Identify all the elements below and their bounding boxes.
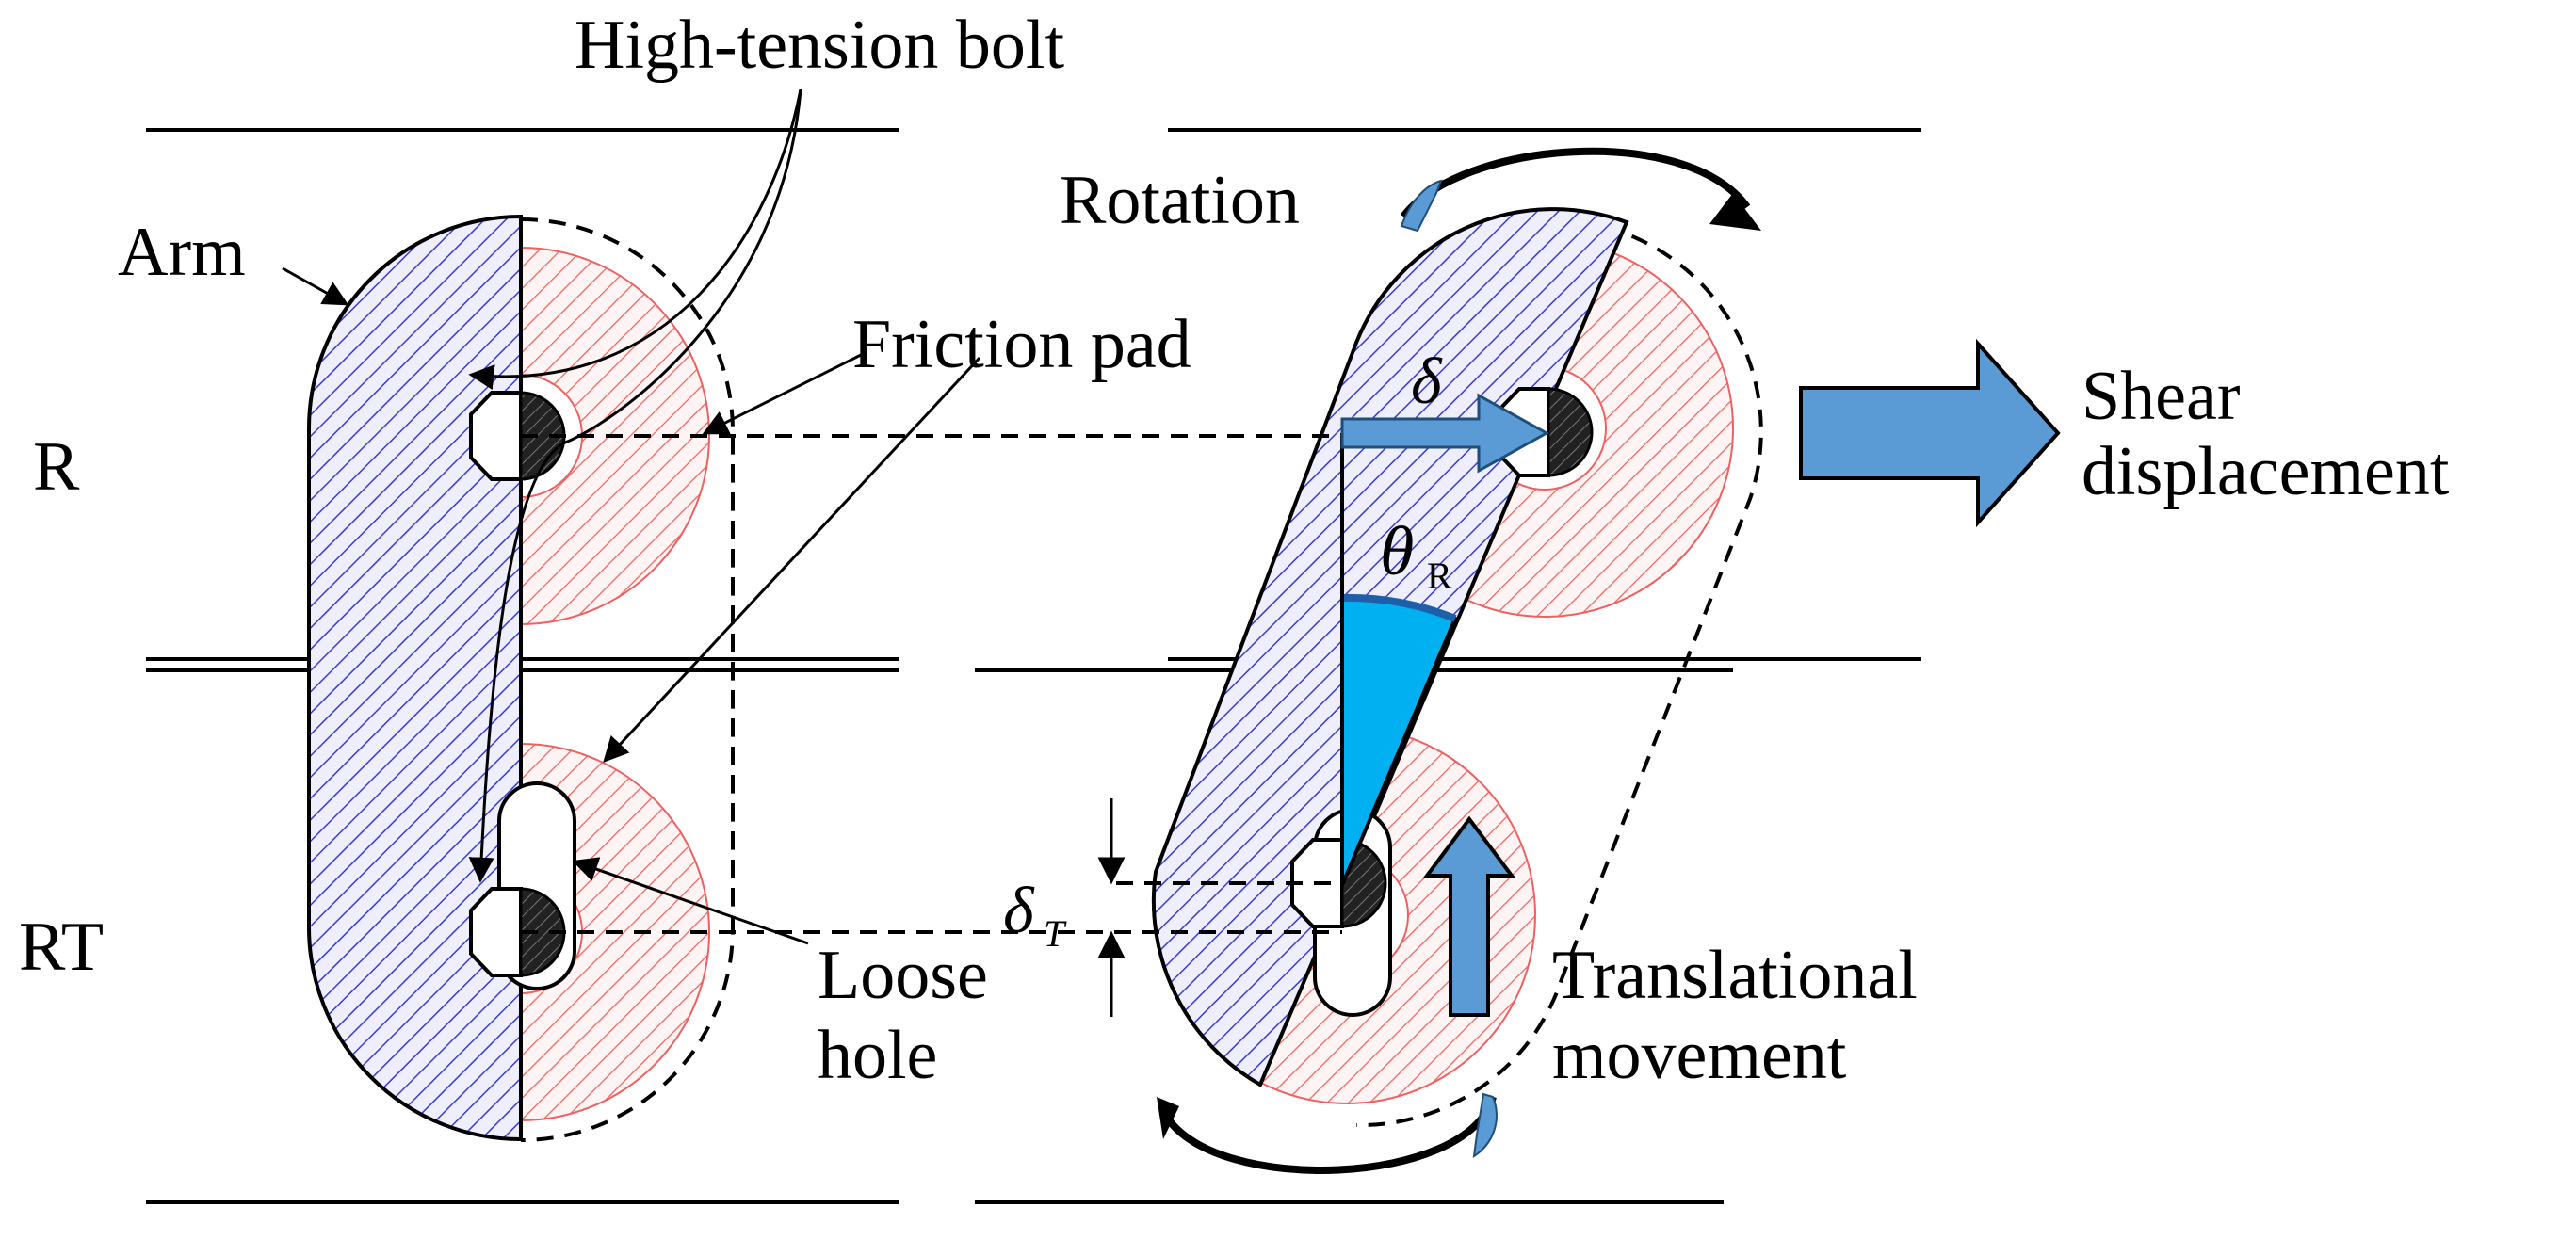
label-translational-line2: movement xyxy=(1552,1017,1847,1094)
label-row-r: R xyxy=(33,428,80,506)
bolt-upper-right xyxy=(1497,387,1594,477)
shear-displacement-arrow xyxy=(1799,338,2061,528)
arm-left xyxy=(307,214,523,1142)
left-assembly xyxy=(307,214,735,1142)
label-friction-pad: Friction pad xyxy=(852,306,1191,383)
label-loose-line1: Loose xyxy=(818,937,988,1014)
bolt-upper-left xyxy=(469,391,566,481)
label-rotation: Rotation xyxy=(1060,162,1300,239)
reference-lines xyxy=(521,434,1342,934)
label-theta: θ xyxy=(1380,513,1414,590)
left-dashed-outline xyxy=(520,217,735,1142)
label-row-rt: RT xyxy=(19,909,104,986)
leader-lines xyxy=(282,89,981,945)
label-loose-line2: hole xyxy=(818,1017,937,1094)
right-dashed-outline xyxy=(1355,217,1763,1128)
label-translational-line1: Translational xyxy=(1552,937,1918,1014)
label-shear-line1: Shear xyxy=(2082,358,2241,435)
label-delta-t: δ xyxy=(1003,875,1035,947)
bolt-lower-left xyxy=(469,781,576,990)
label-arm: Arm xyxy=(118,214,246,291)
rotation-arrow-bottom xyxy=(1157,1092,1498,1174)
label-delta-t-sub: T xyxy=(1044,912,1067,955)
label-high-tension-bolt: High-tension bolt xyxy=(575,7,1064,84)
delta-arrow xyxy=(1340,393,1550,474)
label-theta-sub: R xyxy=(1427,555,1452,597)
rotation-arrow-top xyxy=(1400,147,1761,233)
label-delta: δ xyxy=(1411,346,1443,418)
translational-arrow xyxy=(1423,815,1515,1017)
delta-t-dimension xyxy=(1097,798,1126,1017)
label-shear-line2: displacement xyxy=(2082,433,2450,510)
